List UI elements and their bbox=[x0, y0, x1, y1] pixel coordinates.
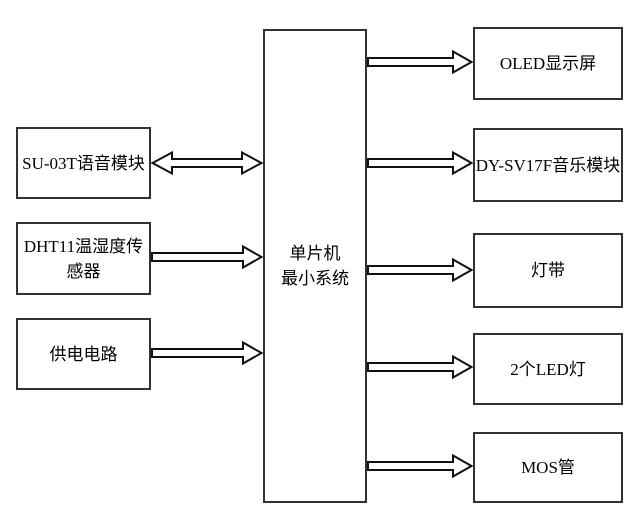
arrow-mcu-to-mos bbox=[367, 453, 474, 479]
block-su03t-voice-module: SU-03T语音模块 bbox=[16, 127, 151, 199]
block-label: MOS管 bbox=[521, 458, 575, 477]
block-power-supply-circuit: 供电电路 bbox=[16, 318, 151, 390]
block-dy-sv17f-music-module: DY-SV17F音乐模块 bbox=[473, 128, 623, 202]
block-oled-display: OLED显示屏 bbox=[473, 27, 623, 100]
block-label-line2: 感器 bbox=[66, 261, 101, 281]
block-mos-transistor: MOS管 bbox=[473, 432, 623, 503]
arrow-mcu-to-leds bbox=[367, 354, 474, 380]
block-label: SU-03T语音模块 bbox=[22, 153, 145, 173]
arrow-power-to-mcu bbox=[151, 340, 264, 366]
arrow-mcu-to-led-strip bbox=[367, 257, 474, 283]
block-label-line2: 最小系统 bbox=[281, 269, 349, 288]
arrow-mcu-to-music-module bbox=[367, 150, 474, 176]
block-label: 2个LED灯 bbox=[510, 359, 586, 379]
block-led-strip: 灯带 bbox=[473, 233, 623, 308]
double-arrow-su03t-mcu bbox=[150, 150, 264, 176]
block-label-line1: 单片机 bbox=[289, 244, 341, 263]
arrow-dht11-to-mcu bbox=[151, 244, 264, 270]
block-label: 灯带 bbox=[531, 261, 565, 280]
block-label: 供电电路 bbox=[49, 344, 118, 364]
block-label-line1: DHT11温湿度传 bbox=[23, 236, 144, 256]
block-mcu-minimum-system: 单片机 最小系统 bbox=[263, 29, 367, 503]
block-label: DY-SV17F音乐模块 bbox=[475, 155, 621, 175]
block-dht11-temp-humidity-sensor: DHT11温湿度传 感器 bbox=[16, 222, 151, 295]
arrow-mcu-to-oled bbox=[367, 49, 474, 75]
block-label: OLED显示屏 bbox=[499, 54, 597, 73]
block-two-led-lights: 2个LED灯 bbox=[473, 333, 623, 405]
